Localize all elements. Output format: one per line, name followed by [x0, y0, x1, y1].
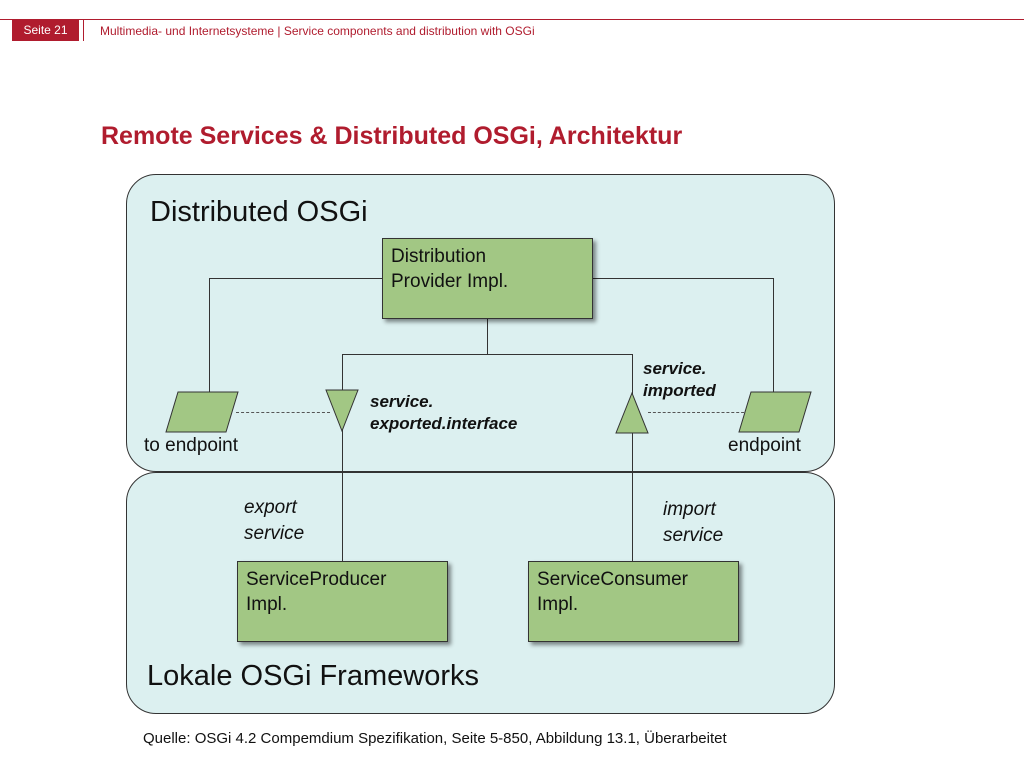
connector-right-drop	[773, 278, 774, 393]
export-service-label: export service	[244, 497, 305, 544]
page-number-badge: Seite 21	[12, 20, 79, 41]
service-consumer-box: ServiceConsumer Impl.	[528, 561, 739, 642]
distributed-osgi-region	[126, 174, 835, 472]
export-triangle-icon	[325, 389, 359, 432]
exported-interface-label: service. exported.interface	[370, 392, 518, 433]
imported-label: service. imported	[643, 359, 716, 400]
import-triangle-icon	[615, 392, 649, 434]
header-divider	[83, 20, 84, 41]
local-osgi-label: Lokale OSGi Frameworks	[147, 660, 479, 692]
consumer-line1: ServiceConsumer	[537, 569, 688, 590]
distributed-osgi-label: Distributed OSGi	[150, 196, 368, 228]
producer-line1: ServiceProducer	[246, 569, 387, 590]
to-endpoint-parallelogram	[165, 391, 239, 433]
connector-provider-right	[592, 278, 774, 279]
producer-line2: Impl.	[246, 594, 288, 615]
distribution-provider-box: Distribution Provider Impl.	[382, 238, 593, 319]
connector-left-drop	[209, 278, 210, 393]
connector-export-to-producer	[342, 430, 343, 562]
consumer-line2: Impl.	[537, 594, 579, 615]
provider-line1: Distribution	[391, 246, 487, 267]
connector-provider-down	[487, 318, 488, 355]
service-producer-box: ServiceProducer Impl.	[237, 561, 448, 642]
connector-provider-left	[209, 278, 383, 279]
endpoint-label: endpoint	[728, 435, 801, 456]
endpoint-parallelogram	[738, 391, 812, 433]
provider-line2: Provider Impl.	[391, 271, 509, 292]
connector-import-to-consumer	[632, 433, 633, 562]
connector-to-export-triangle	[342, 354, 343, 390]
source-citation: Quelle: OSGi 4.2 Compemdium Spezifikatio…	[143, 730, 727, 747]
dashed-link-import	[648, 412, 749, 413]
header-course-title: Multimedia- und Internetsysteme | Servic…	[100, 24, 535, 38]
header-rule	[0, 19, 1024, 20]
import-service-label: import service	[663, 499, 724, 546]
to-endpoint-label: to endpoint	[144, 435, 239, 456]
connector-to-import-triangle	[632, 354, 633, 394]
slide-title: Remote Services & Distributed OSGi, Arch…	[101, 122, 683, 150]
connector-horizontal-bar	[342, 354, 633, 355]
dashed-link-export	[236, 412, 330, 413]
